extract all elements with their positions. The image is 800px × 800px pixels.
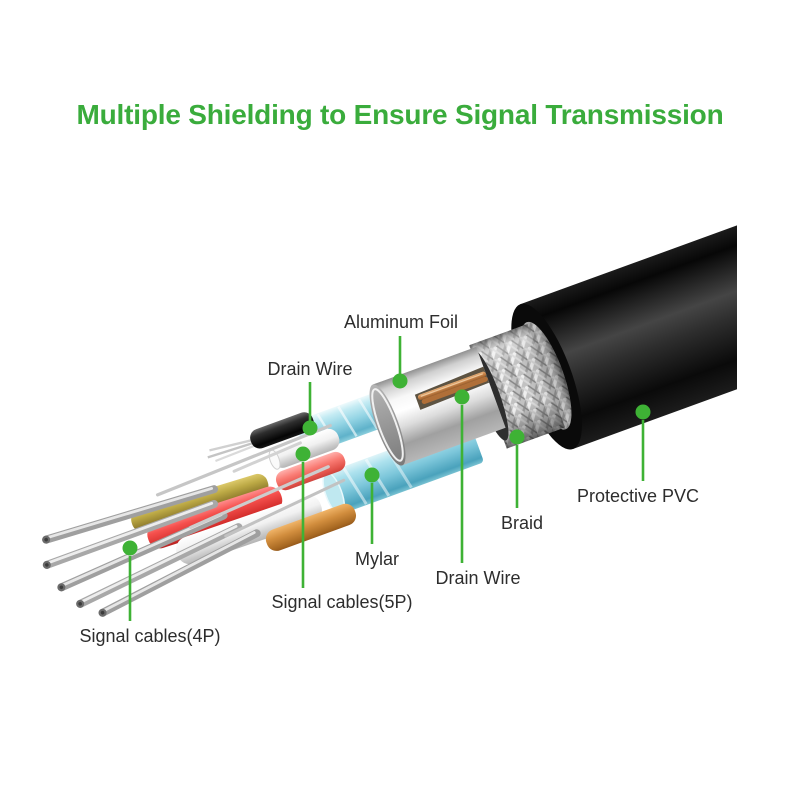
label-drain-wire-top: Drain Wire	[267, 359, 353, 379]
leader-protective-pvc-dot	[635, 404, 651, 420]
label-aluminum-foil: Aluminum Foil	[343, 312, 459, 332]
copper-drain-wire	[417, 371, 488, 405]
label-mylar: Mylar	[355, 549, 399, 569]
signal-wire-white	[176, 495, 322, 565]
black-drain-wire	[207, 412, 314, 463]
label-signal-cables-4p: Signal cables(4P)	[79, 626, 221, 646]
page-title: Multiple Shielding to Ensure Signal Tran…	[76, 99, 724, 130]
bare-signal-wires-4p	[42, 485, 261, 617]
leader-lines	[122, 336, 651, 621]
label-protective-pvc: Protective PVC	[576, 486, 700, 506]
leader-drain-wire-top-dot	[302, 420, 318, 436]
label-braid: Braid	[500, 513, 544, 533]
leader-mylar-dot	[364, 467, 380, 483]
leader-aluminum-foil-dot	[392, 373, 408, 389]
aluminum-foil-layer	[369, 346, 506, 466]
signal-wire-orange	[265, 503, 357, 551]
label-drain-wire-bottom: Drain Wire	[435, 568, 521, 588]
leader-signal-4p-dot	[122, 540, 138, 556]
braid-layer	[469, 321, 572, 449]
leader-braid-dot	[509, 429, 525, 445]
leader-drain-wire-bottom-dot	[454, 389, 470, 405]
label-signal-cables-5p: Signal cables(5P)	[271, 592, 413, 612]
signal-wire-olive	[131, 473, 269, 532]
loose-strands	[155, 423, 346, 538]
pvc-jacket	[520, 211, 737, 450]
leader-signal-5p-dot	[295, 446, 311, 462]
